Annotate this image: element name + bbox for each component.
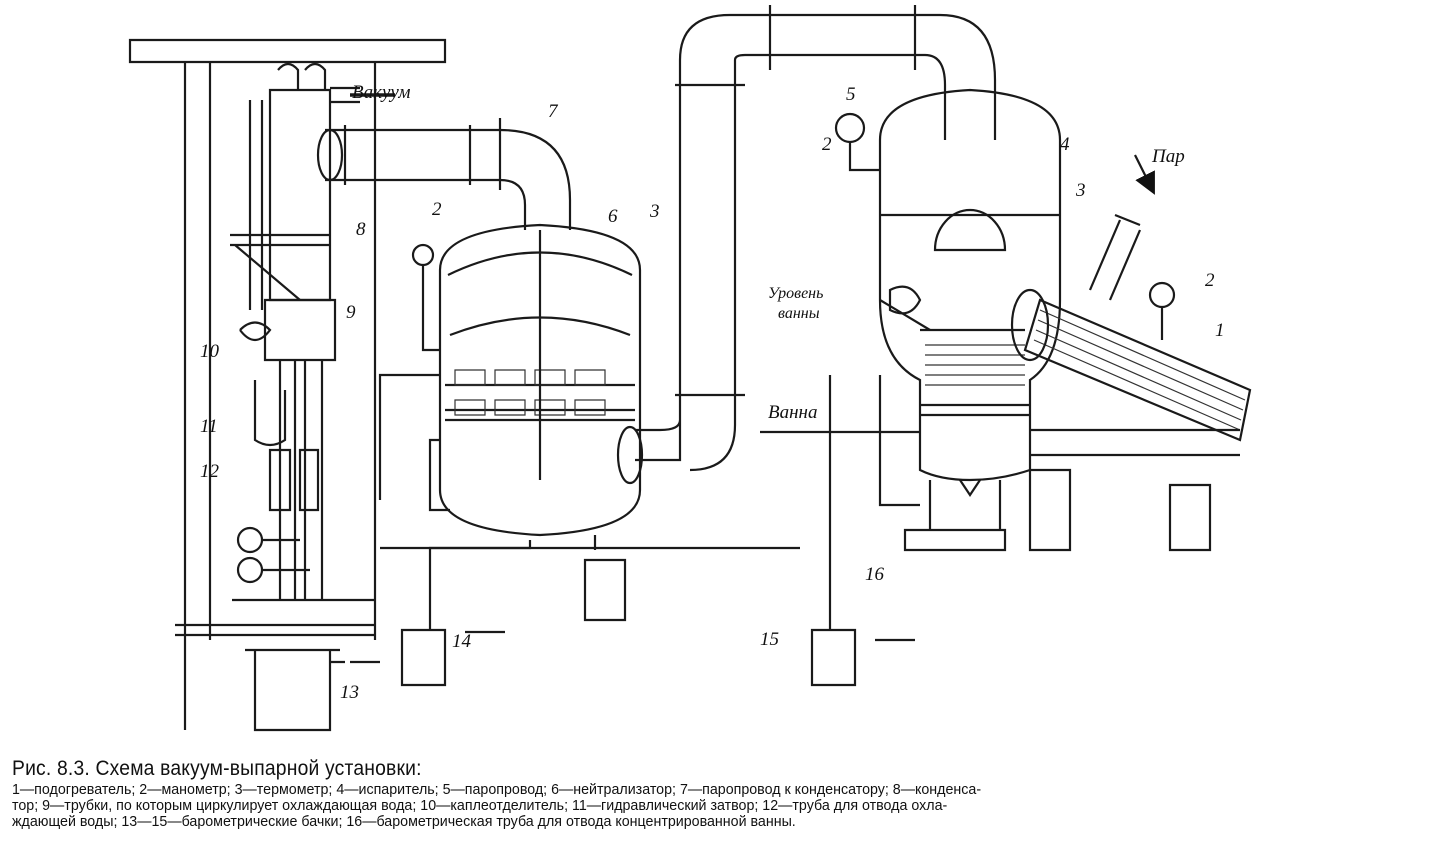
label-10: 10 bbox=[200, 341, 220, 362]
label-bath-level-2: ванны bbox=[778, 305, 820, 322]
steam-pipe-5 bbox=[616, 5, 997, 485]
barometric-tank-13 bbox=[245, 648, 380, 732]
label-4: 4 bbox=[1060, 134, 1070, 155]
label-1: 1 bbox=[1215, 320, 1225, 341]
label-7: 7 bbox=[548, 101, 559, 122]
barometric-tank-14 bbox=[400, 628, 505, 687]
label-bath: Ванна bbox=[768, 402, 817, 423]
label-bath-level-1: Уровень bbox=[768, 285, 823, 302]
label-3-neutralizer: 3 bbox=[649, 201, 660, 222]
label-6: 6 bbox=[608, 206, 618, 227]
label-11: 11 bbox=[200, 416, 218, 437]
caption-title: Рис. 8.3. Схема вакуум-выпарной установк… bbox=[12, 757, 422, 780]
label-steam: Пар bbox=[1151, 146, 1185, 167]
label-13: 13 bbox=[340, 682, 359, 703]
label-5: 5 bbox=[846, 84, 856, 105]
building-frame bbox=[128, 38, 447, 730]
vacuum-evaporator-diagram: Вакуум 7 8 9 10 11 12 13 14 2 6 3 5 2 4 … bbox=[128, 5, 1252, 732]
label-16: 16 bbox=[865, 564, 885, 585]
label-3-evaporator: 3 bbox=[1075, 180, 1086, 201]
label-vacuum: Вакуум bbox=[352, 82, 411, 103]
evaporator bbox=[834, 88, 1062, 552]
label-2-evaporator: 2 bbox=[822, 134, 832, 155]
label-2-neutralizer: 2 bbox=[432, 199, 442, 220]
caption-line: тор; 9—трубки, по которым циркулирует ох… bbox=[12, 797, 948, 814]
bath-line bbox=[760, 375, 920, 687]
label-2-heater: 2 bbox=[1205, 270, 1215, 291]
figure-caption: Рис. 8.3. Схема вакуум-выпарной установк… bbox=[12, 756, 1432, 830]
label-9: 9 bbox=[346, 302, 356, 323]
neutralizer bbox=[378, 223, 800, 630]
condenser bbox=[230, 62, 395, 600]
heater bbox=[1010, 154, 1252, 552]
label-12: 12 bbox=[200, 461, 220, 482]
label-8: 8 bbox=[356, 219, 366, 240]
label-15: 15 bbox=[760, 629, 779, 650]
caption-line: ждающей воды; 13—15—барометрические бачк… bbox=[12, 813, 796, 830]
label-14: 14 bbox=[452, 631, 472, 652]
caption-line: 1—подогреватель; 2—манометр; 3—термометр… bbox=[12, 781, 982, 798]
steam-pipe-to-condenser bbox=[316, 118, 572, 230]
